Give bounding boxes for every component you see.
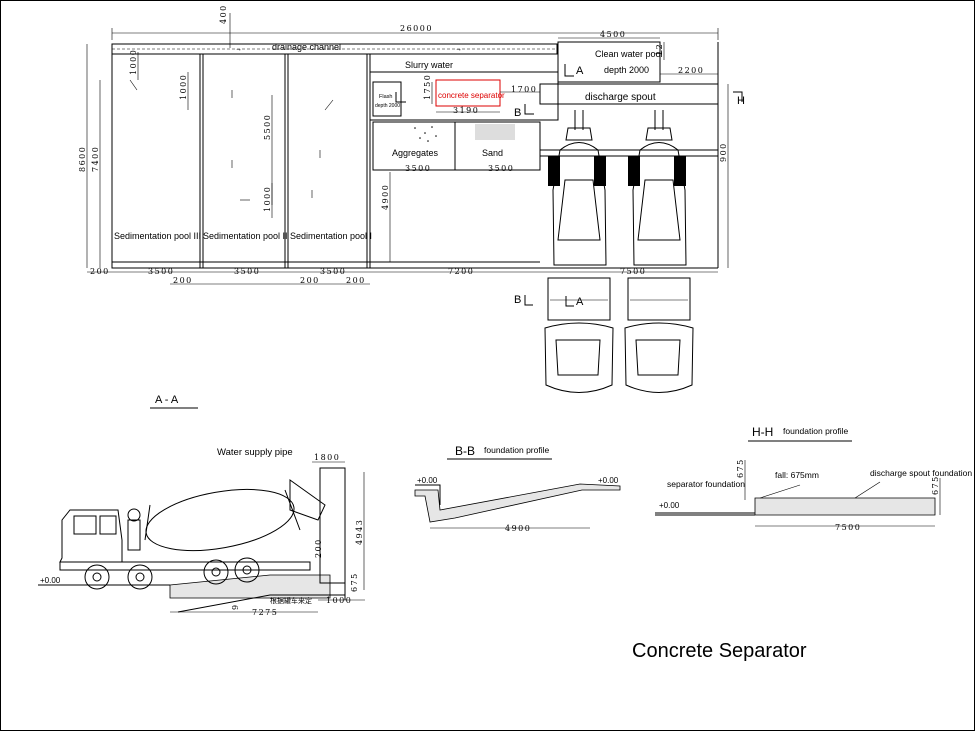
dim-7400: 7400 [91, 146, 100, 172]
dim-1750: 1750 [423, 74, 432, 100]
section-aa-title: A - A [155, 394, 179, 406]
truck-top-view-2 [624, 110, 694, 393]
bb-elev-left: +0.00 [417, 476, 438, 485]
mixer-truck-side [59, 479, 326, 590]
section-bb-title: B-B [455, 444, 475, 458]
dim-8600: 8600 [78, 146, 87, 172]
dim-3500-agg: 3500 [405, 164, 431, 173]
dim-bottom-200-1: 200 [173, 276, 193, 285]
sand-label: Sand [482, 148, 503, 158]
hh-dim-675b: 675 [931, 475, 940, 495]
dim-3500-sand: 3500 [488, 164, 514, 173]
dim-bottom-7500: 7500 [620, 267, 646, 276]
dim-bottom-7200: 7200 [448, 267, 474, 276]
section-hh-title: H-H [752, 425, 773, 439]
dim-bottom-3500-2: 3500 [234, 267, 260, 276]
dim-3190: 3190 [453, 106, 479, 115]
aa-dim-1000: 1000 [326, 596, 352, 605]
hh-elev: +0.00 [659, 501, 680, 510]
drainage-channel-label: drainage channel [272, 42, 341, 52]
section-hh-subtitle: foundation profile [783, 426, 848, 436]
dim-4900: 4900 [381, 184, 390, 210]
hh-separator-foundation: separator foundation [667, 479, 745, 489]
aa-dim-9: 9 [231, 603, 240, 610]
dim-12: 12 [655, 43, 664, 56]
aggregates-label: Aggregates [392, 148, 439, 158]
dim-bottom-3500-1: 3500 [148, 267, 174, 276]
dim-1000-c: 1000 [263, 186, 272, 212]
svg-text:→: → [235, 46, 242, 53]
water-supply-pipe-label: Water supply pipe [217, 447, 293, 458]
dim-5500: 5500 [263, 114, 272, 140]
svg-text:→: → [455, 46, 462, 53]
drawing-title: Concrete Separator [632, 640, 807, 662]
aa-note-cn: 根据罐车来定 [270, 596, 312, 605]
section-mark-a-bottom: A [576, 296, 584, 308]
dim-bottom-200-3: 200 [346, 276, 366, 285]
clean-water-depth-label: depth 2000 [604, 65, 649, 75]
hh-dim-7500: 7500 [835, 523, 861, 532]
aa-dim-1800: 1800 [314, 453, 340, 462]
dim-1700: 1700 [511, 85, 537, 94]
section-mark-b-top: B [514, 107, 521, 119]
bb-dim-4900: 4900 [505, 524, 531, 533]
dim-bottom-3500-3: 3500 [320, 267, 346, 276]
concrete-separator-label: concrete separator [438, 91, 505, 100]
aa-dim-675: 675 [350, 572, 359, 592]
section-aa: A - A Water supply pipe 1800 4943 200 67… [38, 394, 365, 617]
section-bb-subtitle: foundation profile [484, 445, 549, 455]
dim-1000-a: 1000 [129, 49, 138, 75]
hh-dim-675a: 675 [736, 458, 745, 478]
dim-4500: 4500 [600, 30, 626, 39]
dim-bottom-200-2: 200 [300, 276, 320, 285]
aa-elev: +0.00 [40, 576, 61, 585]
dim-bottom-200: 200 [90, 267, 110, 276]
bb-elev-right: +0.00 [598, 476, 619, 485]
section-bb: B-B foundation profile +0.00 +0.00 4900 [414, 444, 621, 533]
aa-dim-200: 200 [314, 538, 323, 558]
section-mark-b-bottom: B [514, 294, 521, 306]
hh-discharge-spout-foundation: discharge spout foundation [870, 468, 972, 478]
flash-label: Flash [379, 94, 392, 100]
dim-400: 400 [219, 4, 228, 24]
section-mark-h: H [737, 95, 745, 107]
pool-3-label: Sedimentation pool III [114, 231, 201, 241]
pool-2-label: Sedimentation pool II [203, 231, 288, 241]
dim-2200: 2200 [678, 66, 704, 75]
truck-wheels [84, 557, 260, 590]
dim-900: 900 [719, 142, 728, 162]
hh-fall-label: fall: 675mm [775, 470, 819, 480]
slurry-water-label: Slurry water [405, 60, 453, 70]
pool-1-label: Sedimentation pool I [290, 231, 372, 241]
discharge-spout-label: discharge spout [585, 92, 656, 103]
section-mark-a-top: A [576, 65, 584, 77]
truck-top-view-1 [544, 110, 614, 393]
aa-dim-7275: 7275 [252, 608, 278, 617]
aa-dim-4943: 4943 [355, 519, 364, 545]
dim-top-total: 26000 [400, 24, 433, 33]
dim-1000-b: 1000 [179, 74, 188, 100]
plan-view: 26000 400 drainage channel → → Sedimenta… [78, 4, 745, 308]
clean-water-pool-label: Clean water pool [595, 49, 663, 59]
flash-depth-label: depth 2000 [375, 103, 400, 109]
section-hh: H-H foundation profile separator foundat… [655, 425, 972, 532]
